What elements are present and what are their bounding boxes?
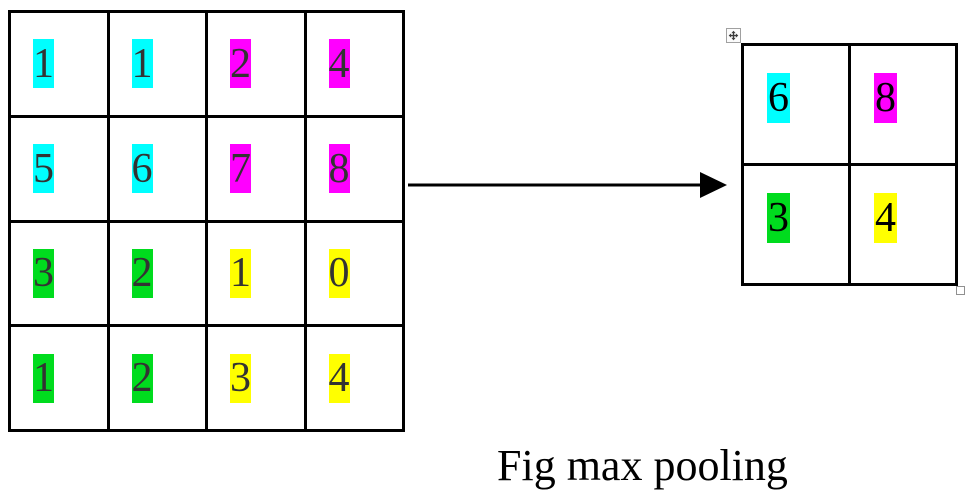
grid-cell: 4 [851,166,955,283]
highlighted-value: 0 [328,248,350,298]
highlighted-value: 3 [230,353,251,403]
grid-cell: 8 [306,117,402,220]
grid-cell: 2 [208,13,304,115]
highlighted-value: 8 [328,144,350,194]
grid-cell: 1 [11,327,107,429]
grid-cell: 2 [109,222,205,325]
figure-caption: Fig max pooling [497,441,788,490]
highlighted-value: 1 [230,248,251,298]
highlighted-value: 1 [33,39,54,89]
grid-cell: 6 [109,117,205,220]
grid-cell: 3 [744,166,848,283]
grid-cell: 8 [851,46,955,163]
highlighted-value: 1 [33,353,54,403]
grid-cell: 0 [306,222,402,325]
grid-cell: 3 [11,222,107,325]
table-move-handle[interactable] [726,28,741,43]
highlighted-value: 2 [131,248,153,298]
highlighted-value: 3 [767,193,790,243]
table-resize-handle[interactable] [956,286,965,295]
highlighted-value: 2 [230,39,251,89]
grid-cell: 3 [208,327,304,429]
grid-cell: 1 [208,222,304,325]
highlighted-value: 4 [328,353,350,403]
grid-cell: 5 [11,117,107,220]
highlighted-value: 5 [33,144,54,194]
grid-cell: 4 [306,327,402,429]
grid-cell: 7 [208,117,304,220]
grid-cell: 2 [109,327,205,429]
grid-cell: 1 [109,13,205,115]
highlighted-value: 8 [874,73,897,123]
grid-cell: 6 [744,46,848,163]
right-arrow-icon [408,172,727,198]
highlighted-value: 3 [33,248,54,298]
grid-cell: 1 [11,13,107,115]
highlighted-value: 1 [131,39,153,89]
highlighted-value: 4 [874,193,897,243]
highlighted-value: 6 [131,144,153,194]
highlighted-value: 7 [230,144,251,194]
four-way-arrow-icon [728,30,739,41]
highlighted-value: 2 [131,353,153,403]
input-grid-table: 1 1 2 4 5 6 7 8 3 2 1 0 1 2 3 4 [8,10,405,432]
highlighted-value: 4 [328,39,350,89]
grid-cell: 4 [306,13,402,115]
highlighted-value: 6 [767,73,790,123]
output-grid-table: 6 8 3 4 [741,43,958,286]
